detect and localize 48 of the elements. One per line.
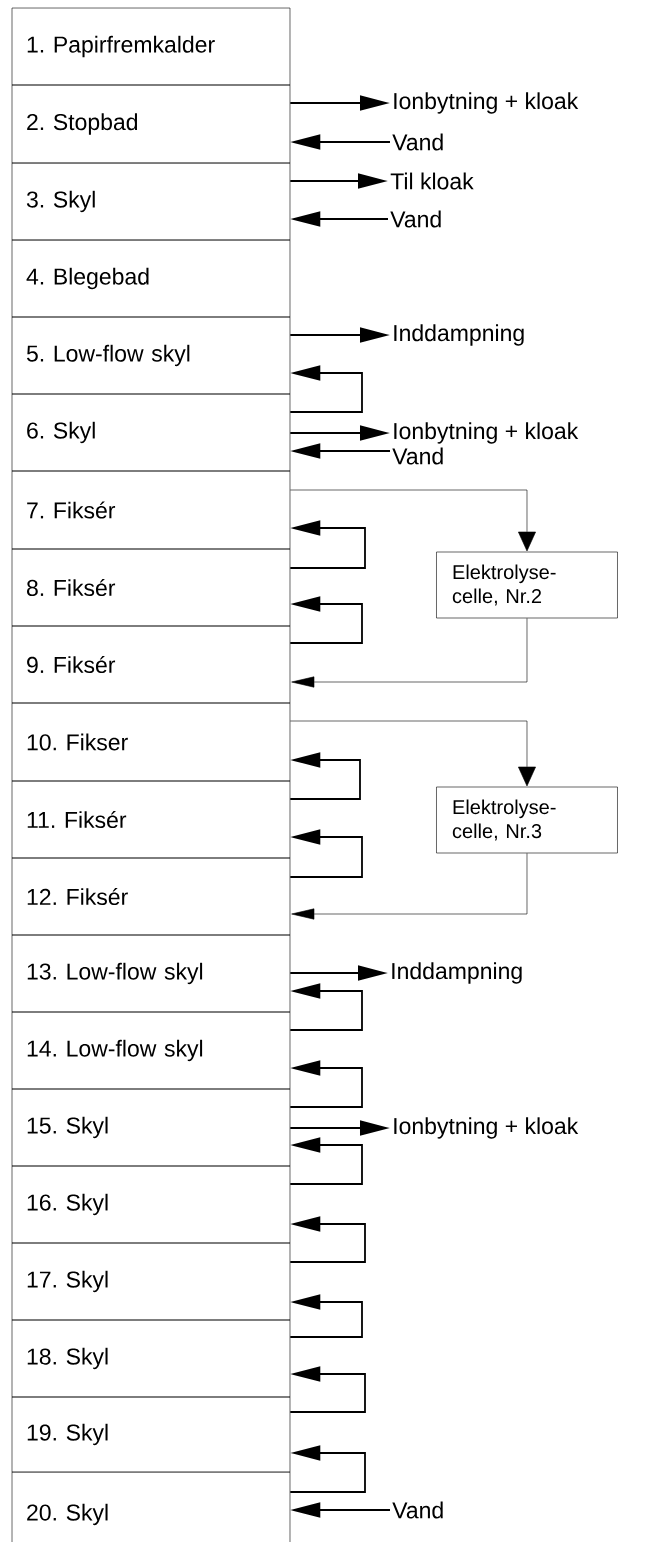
tank-box: 14. Low-flow skyl: [11, 1011, 291, 1090]
tank-box: 5. Low-flow skyl: [11, 316, 291, 395]
destination-label: Vand: [390, 210, 441, 228]
tank-box: 2. Stopbad: [11, 84, 291, 164]
return-arrow: [289, 1294, 363, 1338]
return-arrow: [289, 1445, 366, 1493]
return-arrow: [289, 596, 363, 644]
destination-label: Vand: [392, 447, 443, 465]
return-arrow: [289, 983, 363, 1031]
tank-box: 13. Low-flow skyl: [11, 934, 291, 1013]
return-arrow: [289, 1366, 366, 1413]
return-arrow: [289, 365, 363, 413]
tank-box: 3. Skyl: [11, 162, 291, 241]
return-arrow: [289, 829, 363, 878]
destination-label: Ionbytning + kloak: [394, 422, 579, 444]
tank-box: 20. Skyl: [11, 1471, 291, 1542]
tank-box: 8. Fiksér: [11, 548, 291, 627]
return-arrow: [289, 520, 366, 569]
return-arrow: [289, 752, 361, 800]
arrow: [291, 853, 528, 920]
destination-label: Inddampning: [394, 324, 524, 346]
return-arrow: [289, 1060, 363, 1108]
electrolysis-box: Elektrolyse-celle, Nr.2: [436, 551, 618, 619]
tank-box: 1. Papirfremkalder: [11, 7, 291, 86]
tank-box: 12. Fiksér: [11, 857, 291, 936]
destination-label: Ionbytning + kloak: [394, 92, 579, 114]
arrow: [291, 618, 528, 688]
arrow: [290, 720, 536, 787]
electrolysis-box: Elektrolyse-celle, Nr.3: [436, 786, 618, 854]
destination-label: Inddampning: [392, 962, 522, 984]
return-arrow: [289, 1216, 366, 1263]
tank-box: 10. Fikser: [11, 702, 291, 782]
return-arrow: [289, 1137, 363, 1185]
tank-box: 9. Fiksér: [11, 625, 291, 704]
tank-box: 6. Skyl: [11, 393, 291, 472]
destination-label: Ionbytning + kloak: [394, 1117, 579, 1139]
tank-box: 17. Skyl: [11, 1242, 291, 1321]
tank-box: 16. Skyl: [11, 1165, 291, 1244]
tank-box: 11. Fiksér: [11, 780, 291, 859]
arrow: [290, 489, 536, 552]
destination-label: Vand: [392, 133, 443, 151]
tank-box: 19. Skyl: [11, 1396, 291, 1473]
tank-box: 4. Blegebad: [11, 239, 291, 318]
tank-box: 7. Fiksér: [11, 470, 291, 550]
tank-box: 18. Skyl: [11, 1319, 291, 1398]
tank-box: 15. Skyl: [11, 1088, 291, 1167]
destination-label: Vand: [392, 1501, 443, 1519]
destination-label: Til kloak: [390, 172, 474, 190]
